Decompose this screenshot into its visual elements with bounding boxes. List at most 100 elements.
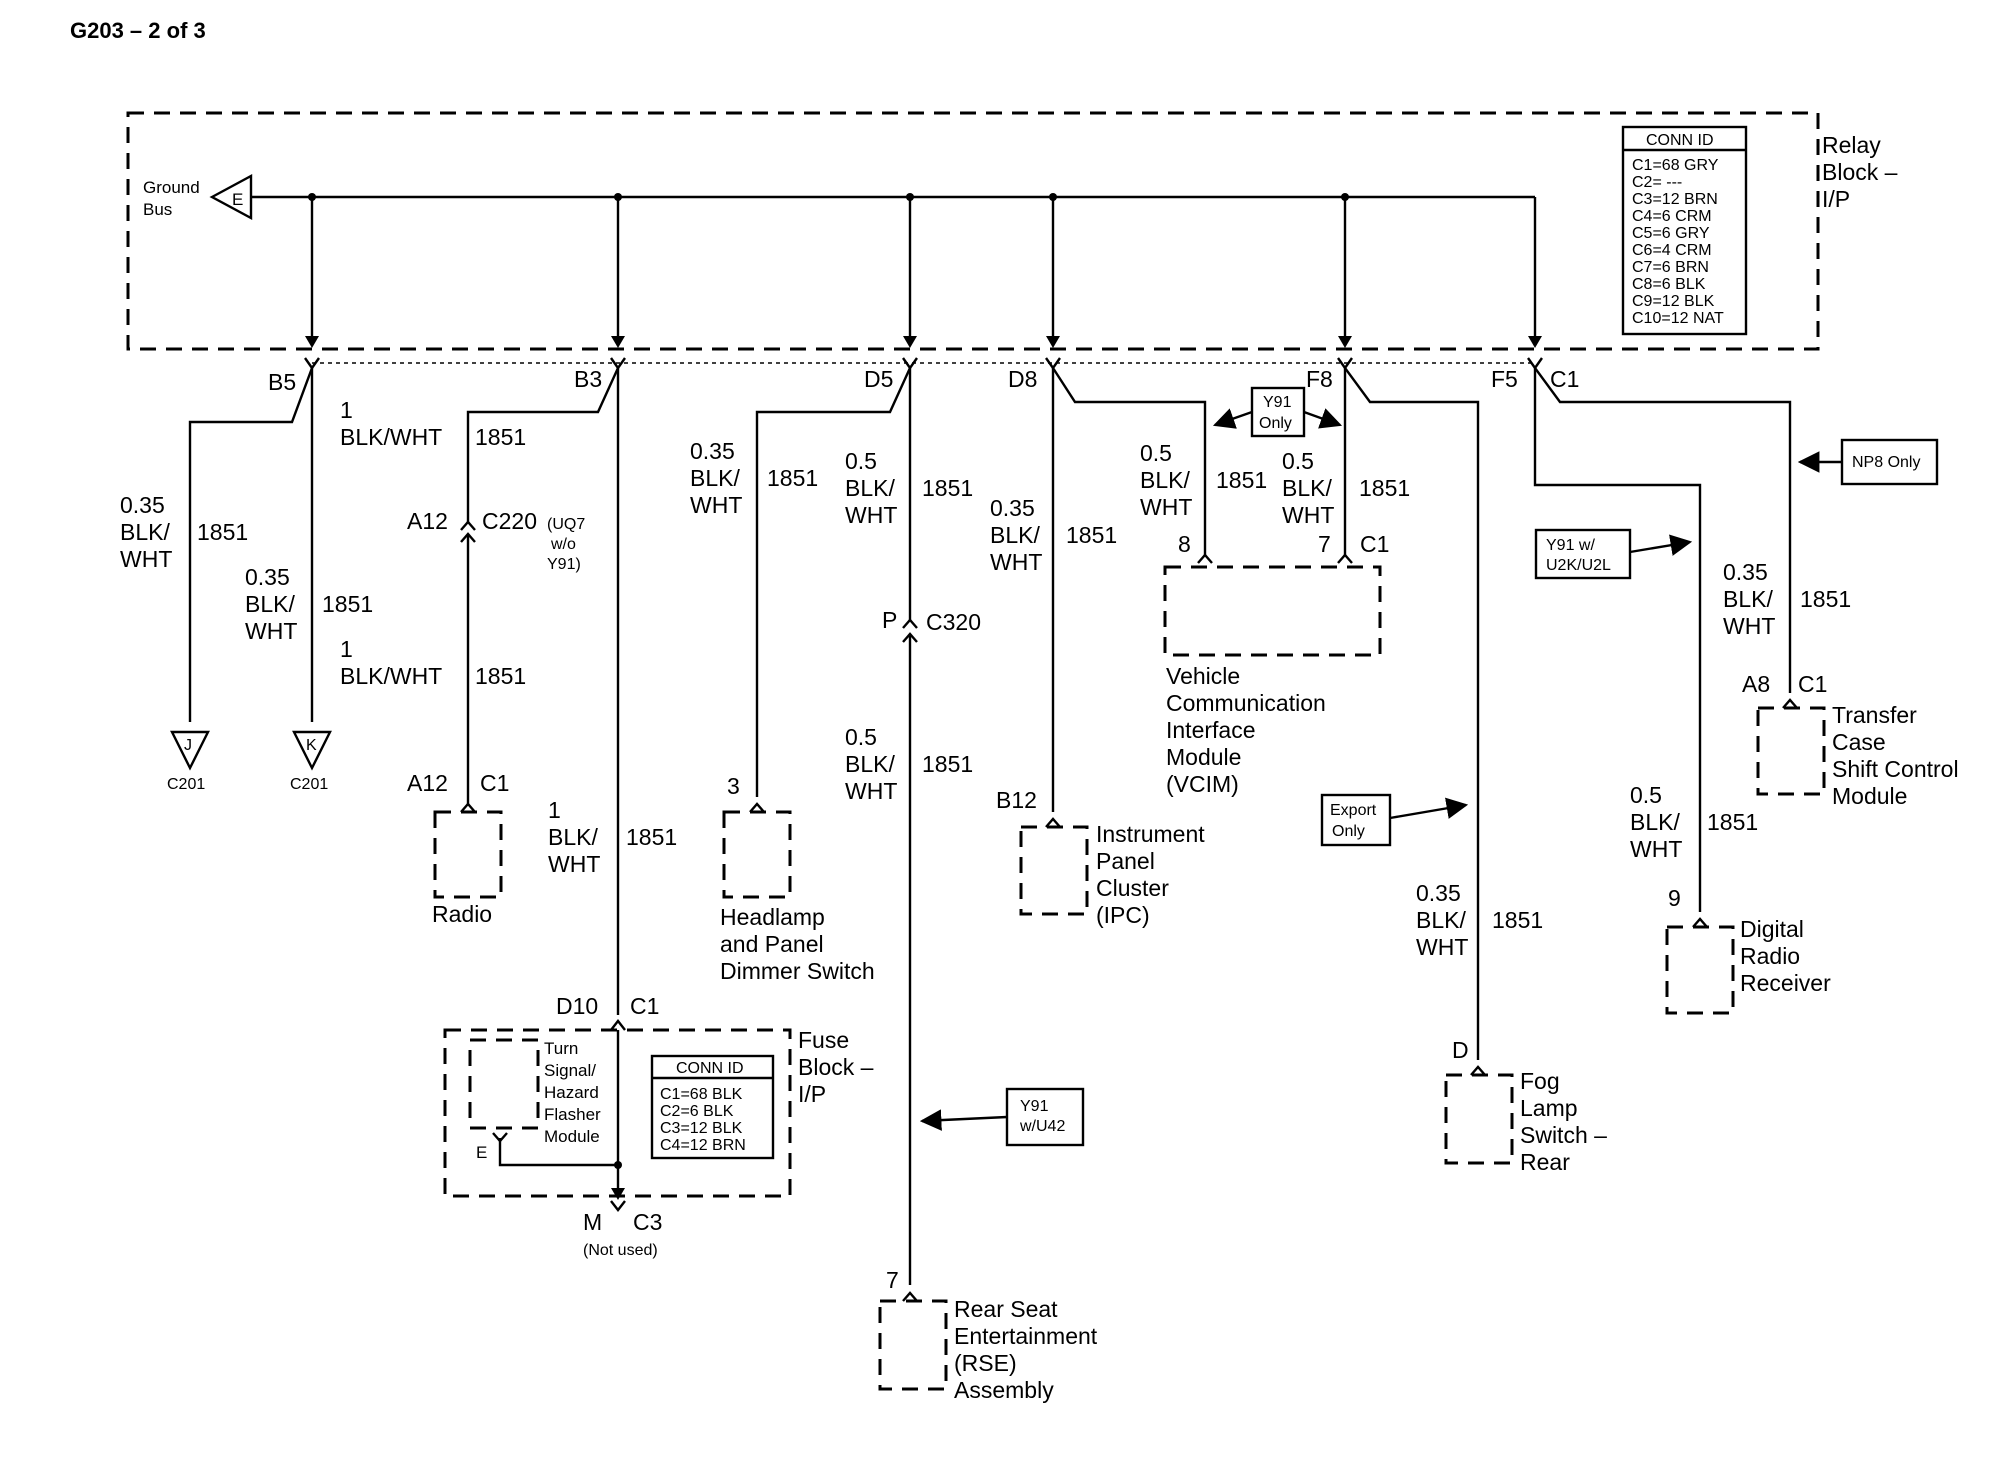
- c220-lower-notch: [460, 532, 476, 543]
- flasher-label: Hazard: [544, 1083, 599, 1102]
- headlamp-label: Headlamp: [720, 904, 825, 930]
- wire-size: 0.35: [1416, 880, 1461, 906]
- pin-d8: D8: [1008, 366, 1037, 392]
- instrument-panel-cluster: [1019, 825, 1089, 916]
- note-y91-only: Y91: [1263, 394, 1292, 411]
- ipc-label: Cluster: [1096, 875, 1169, 901]
- wire-color: WHT: [690, 492, 742, 518]
- relay-conn-id-table: CONN ID C1=68 GRY C2= --- C3=12 BRN C4=6…: [1621, 125, 1748, 336]
- digital-radio-pin: 9: [1668, 885, 1681, 911]
- wire-circuit: 1851: [1066, 522, 1117, 548]
- ipc-label: Panel: [1096, 848, 1155, 874]
- wire-size: 1: [340, 397, 353, 423]
- relay-conn-row: C10=12 NAT: [1632, 310, 1724, 327]
- radio-component: [433, 810, 503, 899]
- wire-color: WHT: [845, 502, 897, 528]
- c320-upper-notch: [902, 618, 918, 629]
- ground-k-conn: C201: [290, 776, 328, 793]
- note-y91-only: Only: [1259, 415, 1292, 432]
- headlamp-pin: 3: [727, 773, 740, 799]
- headlamp-switch: [722, 810, 792, 899]
- fog-lamp-label: Fog: [1520, 1068, 1560, 1094]
- vcim-label: Communication: [1166, 690, 1326, 716]
- rse-label: Rear Seat: [954, 1296, 1058, 1322]
- c320-conn: C320: [926, 609, 981, 635]
- vcim-pin-7: 7: [1318, 531, 1331, 557]
- vcim-notch-7: [1337, 553, 1353, 564]
- transfer-case-label: Shift Control: [1832, 756, 1959, 782]
- relay-conn-row: C6=4 CRM: [1632, 242, 1712, 259]
- wire-size: 0.35: [245, 564, 290, 590]
- wire-color: WHT: [1723, 613, 1775, 639]
- wire-color: BLK/: [1416, 907, 1466, 933]
- fuse-conn-id-table: CONN ID C1=68 BLK C2=6 BLK C3=12 BLK C4=…: [650, 1054, 775, 1160]
- wire-color: BLK/: [990, 522, 1040, 548]
- wire-color: WHT: [120, 546, 172, 572]
- wire-color: BLK/WHT: [340, 663, 442, 689]
- wire-color: WHT: [990, 549, 1042, 575]
- relay-block-label-3: I/P: [1822, 186, 1850, 212]
- fuse-conn-row: C1=68 BLK: [660, 1086, 743, 1103]
- pin-d5: D5: [864, 366, 893, 392]
- relay-conn-id-header: CONN ID: [1646, 132, 1714, 149]
- fuse-conn-row: C2=6 BLK: [660, 1103, 734, 1120]
- note-y91-u42: w/U42: [1019, 1118, 1065, 1135]
- wire-circuit: 1851: [767, 465, 818, 491]
- wire-color: BLK/: [845, 475, 895, 501]
- rse-pin: 7: [886, 1267, 899, 1293]
- transfer-case-conn: C1: [1798, 671, 1827, 697]
- wire-circuit: 1851: [922, 475, 973, 501]
- fuse-bottom-conn: C3: [633, 1209, 662, 1235]
- note-y91-u2k-arrow: [1629, 534, 1693, 556]
- wire-circuit: 1851: [1359, 475, 1410, 501]
- page-title: G203 – 2 of 3: [70, 18, 206, 43]
- vcim-module: [1163, 565, 1382, 657]
- fuse-bottom-pin: M: [583, 1209, 602, 1235]
- wire-color: BLK/WHT: [340, 424, 442, 450]
- digital-radio-label: Radio: [1740, 943, 1800, 969]
- fuse-bottom-notch: [610, 1200, 626, 1212]
- ipc-label: (IPC): [1096, 902, 1150, 928]
- wire-circuit: 1851: [322, 591, 373, 617]
- wire-size: 0.5: [845, 448, 877, 474]
- vcim-label: (VCIM): [1166, 771, 1239, 797]
- fuse-block-label: Fuse: [798, 1027, 849, 1053]
- vcim-pin-8: 8: [1178, 531, 1191, 557]
- wire-color: BLK/: [690, 465, 740, 491]
- wire-color: BLK/: [1140, 467, 1190, 493]
- rse-label: Entertainment: [954, 1323, 1098, 1349]
- note-export-only-arrow: [1389, 797, 1469, 820]
- wire-size: 0.35: [990, 495, 1035, 521]
- radio-conn: C1: [480, 770, 509, 796]
- pin-f5: F5: [1491, 366, 1518, 392]
- wire-color: BLK/: [548, 824, 598, 850]
- flasher-label: Signal/: [544, 1061, 596, 1080]
- flasher-module: [468, 1038, 540, 1130]
- ipc-label: Instrument: [1096, 821, 1205, 847]
- digital-radio-notch: [1692, 917, 1708, 928]
- wire-circuit: 1851: [1707, 809, 1758, 835]
- ground-j: J: [184, 737, 192, 754]
- wire-circuit: 1851: [197, 519, 248, 545]
- fuse-conn-id-header: CONN ID: [676, 1060, 744, 1077]
- fuse-block-label: I/P: [798, 1081, 826, 1107]
- note-y91-u42-arrow: [919, 1109, 1008, 1131]
- ground-j-conn: C201: [167, 776, 205, 793]
- digital-radio-label: Receiver: [1740, 970, 1831, 996]
- wire-circuit: 1851: [626, 824, 677, 850]
- fog-lamp-label: Rear: [1520, 1149, 1570, 1175]
- wire-circuit: 1851: [922, 751, 973, 777]
- c220-note: Y91): [547, 556, 581, 573]
- vcim-label: Vehicle: [1166, 663, 1240, 689]
- relay-conn-row: C8=6 BLK: [1632, 276, 1706, 293]
- note-np8-only: NP8 Only: [1852, 454, 1920, 471]
- relay-conn-row: C2= ---: [1632, 174, 1682, 191]
- vcim-notch-8: [1197, 553, 1213, 564]
- transfer-case-label: Module: [1832, 783, 1907, 809]
- bus-drops: [310, 197, 1537, 343]
- fuse-not-used: (Not used): [583, 1242, 658, 1259]
- wire-size: 0.35: [120, 492, 165, 518]
- wire-circuit: 1851: [1492, 907, 1543, 933]
- circuit-wires: [188, 367, 1792, 1285]
- wire-size: 0.5: [1630, 782, 1662, 808]
